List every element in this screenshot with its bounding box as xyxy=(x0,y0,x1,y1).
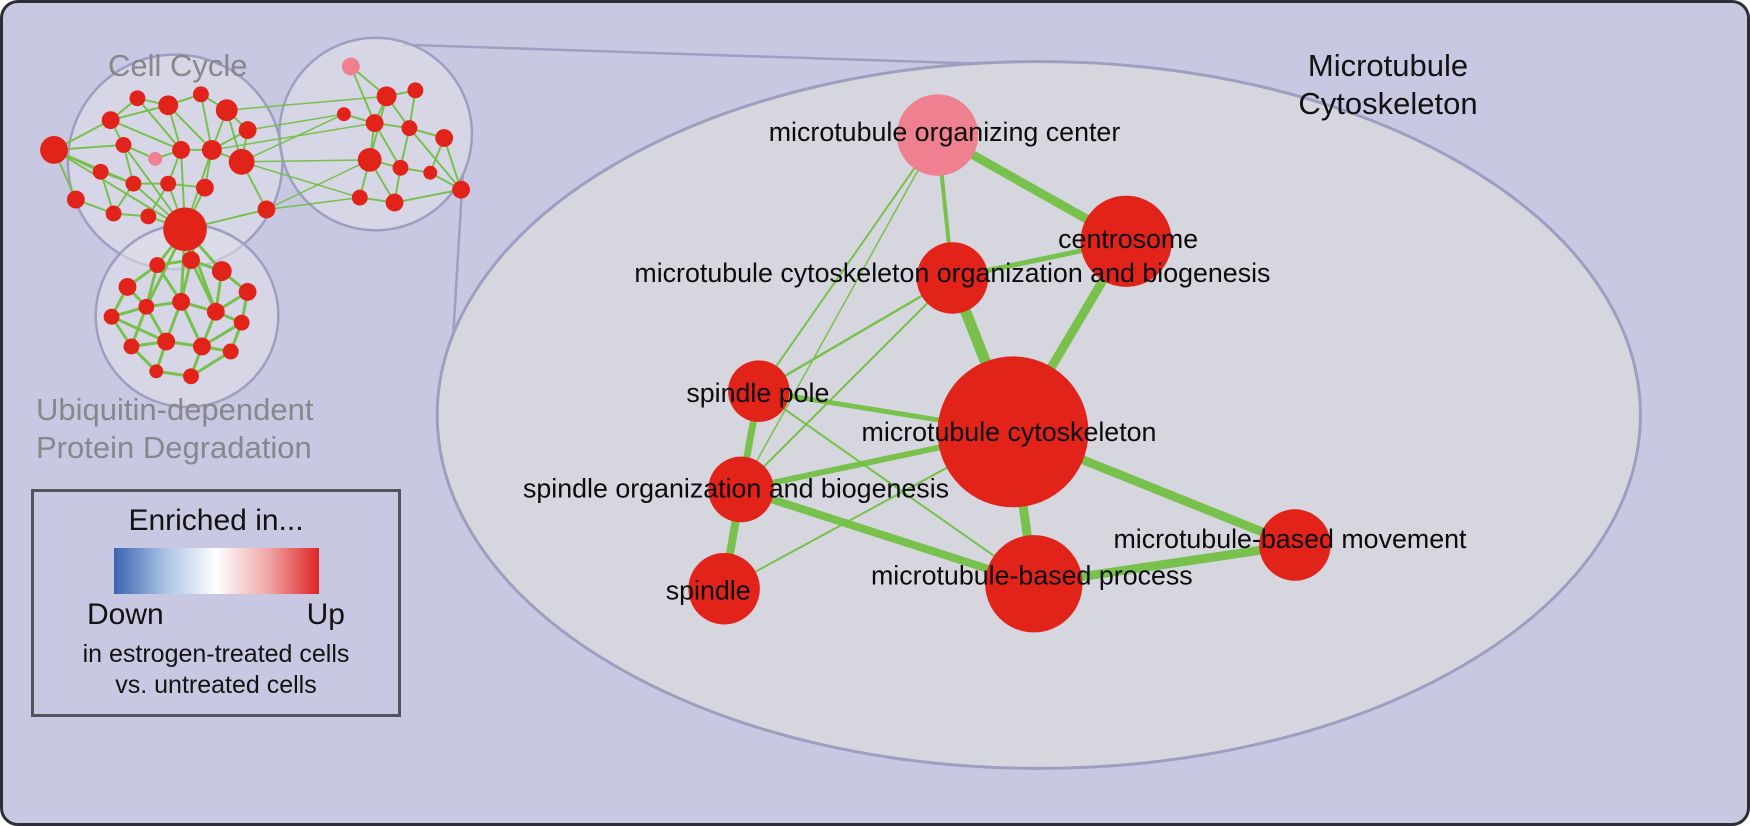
legend-subtitle-line2: vs. untreated cells xyxy=(115,671,317,699)
legend-gradient-bar xyxy=(113,548,319,594)
svg-text:microtubule-based movement: microtubule-based movement xyxy=(1113,524,1467,554)
zoom-title-line2: Cytoskeleton xyxy=(1298,86,1478,121)
legend-title: Enriched in... xyxy=(128,504,304,537)
legend-down-label: Down xyxy=(87,598,164,631)
cluster-label-ubiquitin: Ubiquitin-dependent Protein Degradation xyxy=(36,391,314,467)
svg-text:microtubule cytoskeleton organ: microtubule cytoskeleton organization an… xyxy=(634,258,1270,288)
zoom-cluster-title: Microtubule Cytoskeleton xyxy=(1278,47,1498,123)
cluster-label-cell-cycle: Cell Cycle xyxy=(108,48,248,83)
svg-text:centrosome: centrosome xyxy=(1058,224,1198,254)
legend-axis-labels: Down Up xyxy=(87,598,345,632)
svg-text:spindle pole: spindle pole xyxy=(686,378,829,408)
legend-subtitle-line1: in estrogen-treated cells xyxy=(82,640,350,668)
legend-up-label: Up xyxy=(306,598,345,631)
network-svg: microtubule organizing center centrosome m… xyxy=(40,36,1642,770)
legend-box: Enriched in... Down Up in estrogen-treat… xyxy=(31,489,401,717)
svg-text:spindle: spindle xyxy=(666,576,751,606)
ubiquitin-label-line1: Ubiquitin-dependent xyxy=(36,392,314,427)
svg-text:microtubule organizing center: microtubule organizing center xyxy=(769,117,1121,147)
svg-text:spindle organization and bioge: spindle organization and biogenesis xyxy=(523,473,949,503)
ubiquitin-label-line2: Protein Degradation xyxy=(36,430,312,465)
zoom-title-line1: Microtubule xyxy=(1307,48,1469,83)
svg-text:microtubule cytoskeleton: microtubule cytoskeleton xyxy=(862,417,1157,447)
svg-text:microtubule-based process: microtubule-based process xyxy=(871,561,1193,591)
